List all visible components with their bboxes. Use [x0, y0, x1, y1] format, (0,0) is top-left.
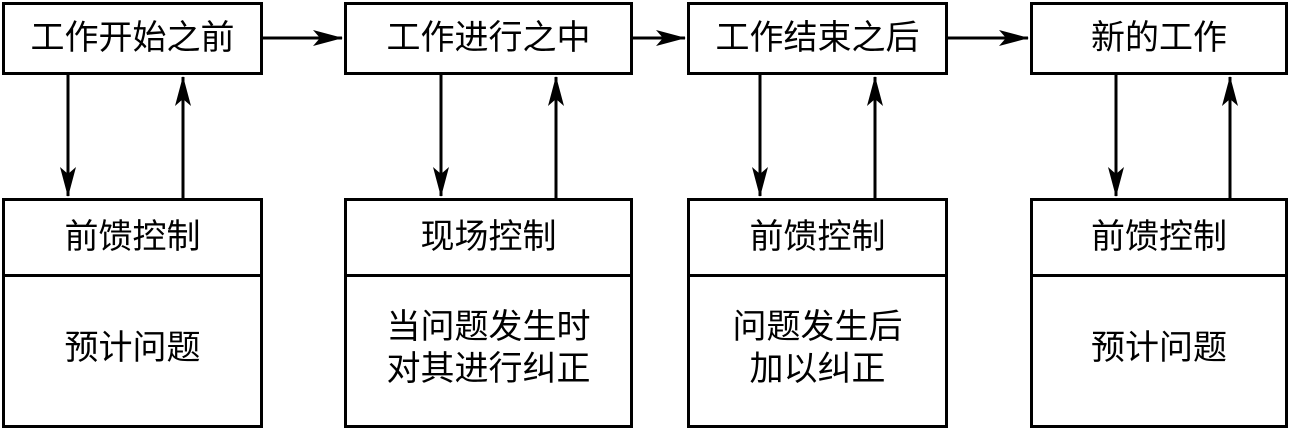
- control-type-label: 前馈控制: [749, 217, 886, 258]
- control-type-label: 现场控制: [420, 217, 557, 258]
- description-line: 加以纠正: [749, 349, 886, 389]
- control-type-header: 前馈控制: [5, 201, 260, 277]
- description-line: 预计问题: [1091, 327, 1227, 368]
- control-box: 现场控制 当问题发生时 对其进行纠正: [344, 198, 633, 428]
- stage-box: 工作结束之后: [687, 2, 948, 75]
- description-line: 问题发生后: [732, 306, 903, 347]
- control-description: 预计问题: [1033, 277, 1285, 425]
- control-type-header: 前馈控制: [1033, 201, 1285, 277]
- stage-label: 工作开始之前: [30, 18, 235, 59]
- stage-label: 工作结束之后: [715, 18, 920, 59]
- description-line: 对其进行纠正: [386, 349, 591, 389]
- stage-box: 工作进行之中: [344, 2, 633, 75]
- control-type-label: 前馈控制: [1091, 217, 1227, 258]
- control-type-label: 前馈控制: [64, 217, 201, 258]
- description-line: 预计问题: [64, 327, 201, 368]
- control-box: 前馈控制 预计问题: [2, 198, 263, 428]
- control-box: 前馈控制 问题发生后 加以纠正: [687, 198, 948, 428]
- stage-box: 工作开始之前: [2, 2, 263, 75]
- control-box: 前馈控制 预计问题: [1030, 198, 1288, 428]
- stage-label: 工作进行之中: [386, 18, 591, 59]
- control-description: 当问题发生时 对其进行纠正: [347, 277, 630, 425]
- stage-box: 新的工作: [1030, 2, 1288, 75]
- control-description: 预计问题: [5, 277, 260, 425]
- stage-label: 新的工作: [1091, 18, 1227, 59]
- control-type-header: 前馈控制: [690, 201, 945, 277]
- control-description: 问题发生后 加以纠正: [690, 277, 945, 425]
- control-type-header: 现场控制: [347, 201, 630, 277]
- description-line: 当问题发生时: [386, 306, 591, 347]
